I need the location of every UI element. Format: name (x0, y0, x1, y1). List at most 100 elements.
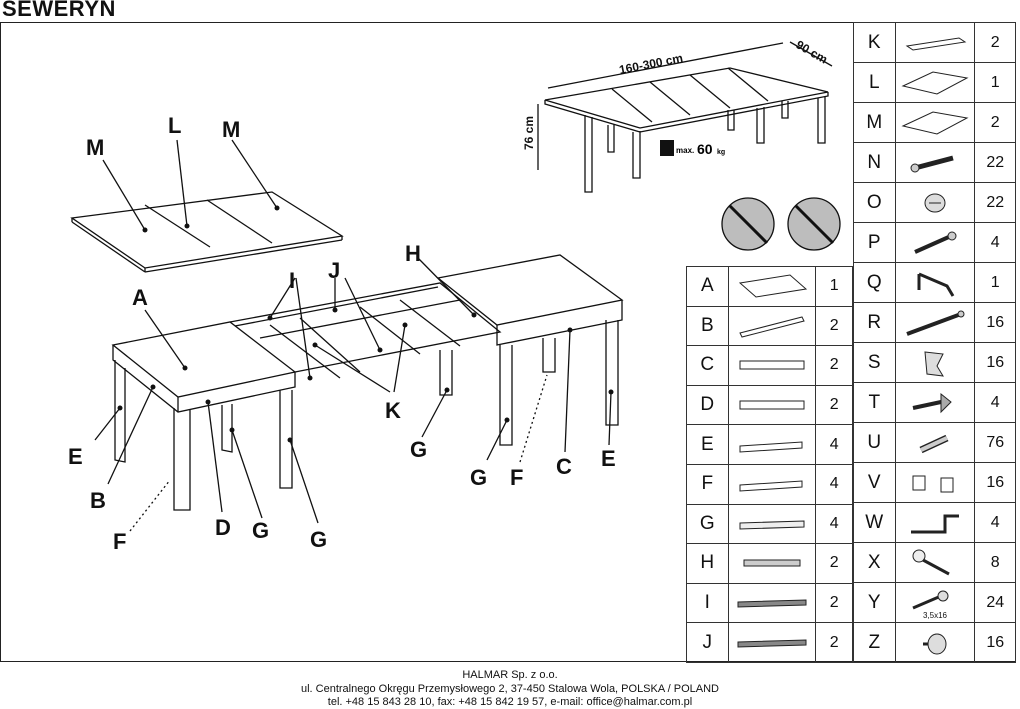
part-quantity: 22 (974, 182, 1016, 223)
part-quantity: 1 (815, 266, 853, 307)
part-row: Z 16 (853, 622, 1016, 663)
part-letter: V (853, 462, 896, 503)
part-letter: M (853, 102, 896, 143)
dim-depth: 90 cm (794, 37, 830, 66)
part-quantity: 2 (815, 543, 853, 584)
label-m-right: M (222, 117, 240, 142)
part-letter: P (853, 222, 896, 263)
max-load-prefix: max. (676, 146, 694, 155)
label-e-left: E (68, 444, 83, 469)
cam-lock-icon (894, 182, 976, 223)
part-letter: Z (853, 622, 896, 663)
part-row: O 22 (853, 182, 1016, 223)
part-letter: O (853, 182, 896, 223)
part-quantity: 2 (974, 102, 1016, 143)
part-letter: C (686, 345, 729, 386)
tabletop-icon (727, 266, 817, 307)
part-letter: H (686, 543, 729, 584)
key-icon (894, 542, 976, 583)
slide-icon (727, 622, 817, 663)
label-a: A (132, 285, 148, 310)
label-j: J (328, 258, 340, 283)
bracket-icon (894, 342, 976, 383)
part-quantity: 16 (974, 342, 1016, 383)
part-quantity: 16 (974, 462, 1016, 503)
part-letter: W (853, 502, 896, 543)
part-quantity: 2 (815, 582, 853, 624)
label-g-3: G (410, 437, 427, 462)
part-letter: D (686, 384, 729, 426)
part-quantity: 4 (974, 382, 1016, 423)
part-letter: K (853, 22, 896, 63)
label-h: H (405, 241, 421, 266)
screw-icon (894, 222, 976, 263)
side-rail-icon (727, 305, 817, 347)
rail-icon (727, 384, 817, 426)
part-quantity: 22 (974, 142, 1016, 183)
part-row: S 16 (853, 342, 1016, 383)
label-f-right: F (510, 465, 523, 490)
part-quantity: 4 (815, 424, 853, 465)
part-quantity: 16 (974, 622, 1016, 663)
part-quantity: 2 (815, 305, 853, 347)
part-quantity: 4 (974, 502, 1016, 543)
part-letter: I (686, 582, 729, 624)
plug-icon (894, 462, 976, 503)
label-f-left: F (113, 529, 126, 554)
footer-contact: tel. +48 15 843 28 10, fax: +48 15 842 1… (327, 696, 693, 708)
connector-bolt-icon (894, 142, 976, 183)
part-letter: R (853, 302, 896, 343)
part-quantity: 4 (815, 463, 853, 505)
part-caption: 3,5x16 (922, 610, 947, 620)
part-letter: U (853, 422, 896, 463)
label-g-4: G (470, 465, 487, 490)
part-letter: E (686, 424, 729, 465)
foot-pad-icon (894, 622, 976, 663)
label-d: D (215, 515, 231, 540)
part-letter: N (853, 142, 896, 183)
part-letter: L (853, 62, 896, 103)
document-title: SEWERYN (2, 0, 116, 21)
label-l: L (168, 113, 181, 138)
allen-key-icon (894, 262, 976, 303)
footer-company: HALMAR Sp. z o.o. (462, 669, 558, 681)
label-c: C (556, 454, 572, 479)
long-bolt-icon (894, 302, 976, 343)
leaves-outline (70, 191, 344, 269)
part-quantity: 2 (815, 622, 853, 663)
label-e-right: E (601, 446, 616, 471)
part-row: V 16 (853, 462, 1016, 503)
part-quantity: 4 (974, 222, 1016, 263)
part-quantity: 24 (974, 582, 1016, 623)
part-row: N 22 (853, 142, 1016, 183)
slat-icon (727, 543, 817, 584)
part-letter: S (853, 342, 896, 383)
part-letter: T (853, 382, 896, 423)
label-g-2: G (310, 527, 327, 552)
part-letter: G (686, 503, 729, 545)
part-quantity: 2 (815, 384, 853, 426)
panel-icon (894, 22, 976, 63)
slide-icon (727, 582, 817, 624)
rail-icon (727, 345, 817, 386)
part-letter: Y (853, 582, 896, 623)
part-letter: F (686, 463, 729, 505)
part-letter: J (686, 622, 729, 663)
part-letter: A (686, 266, 729, 307)
max-load-value: 60 (697, 141, 713, 157)
